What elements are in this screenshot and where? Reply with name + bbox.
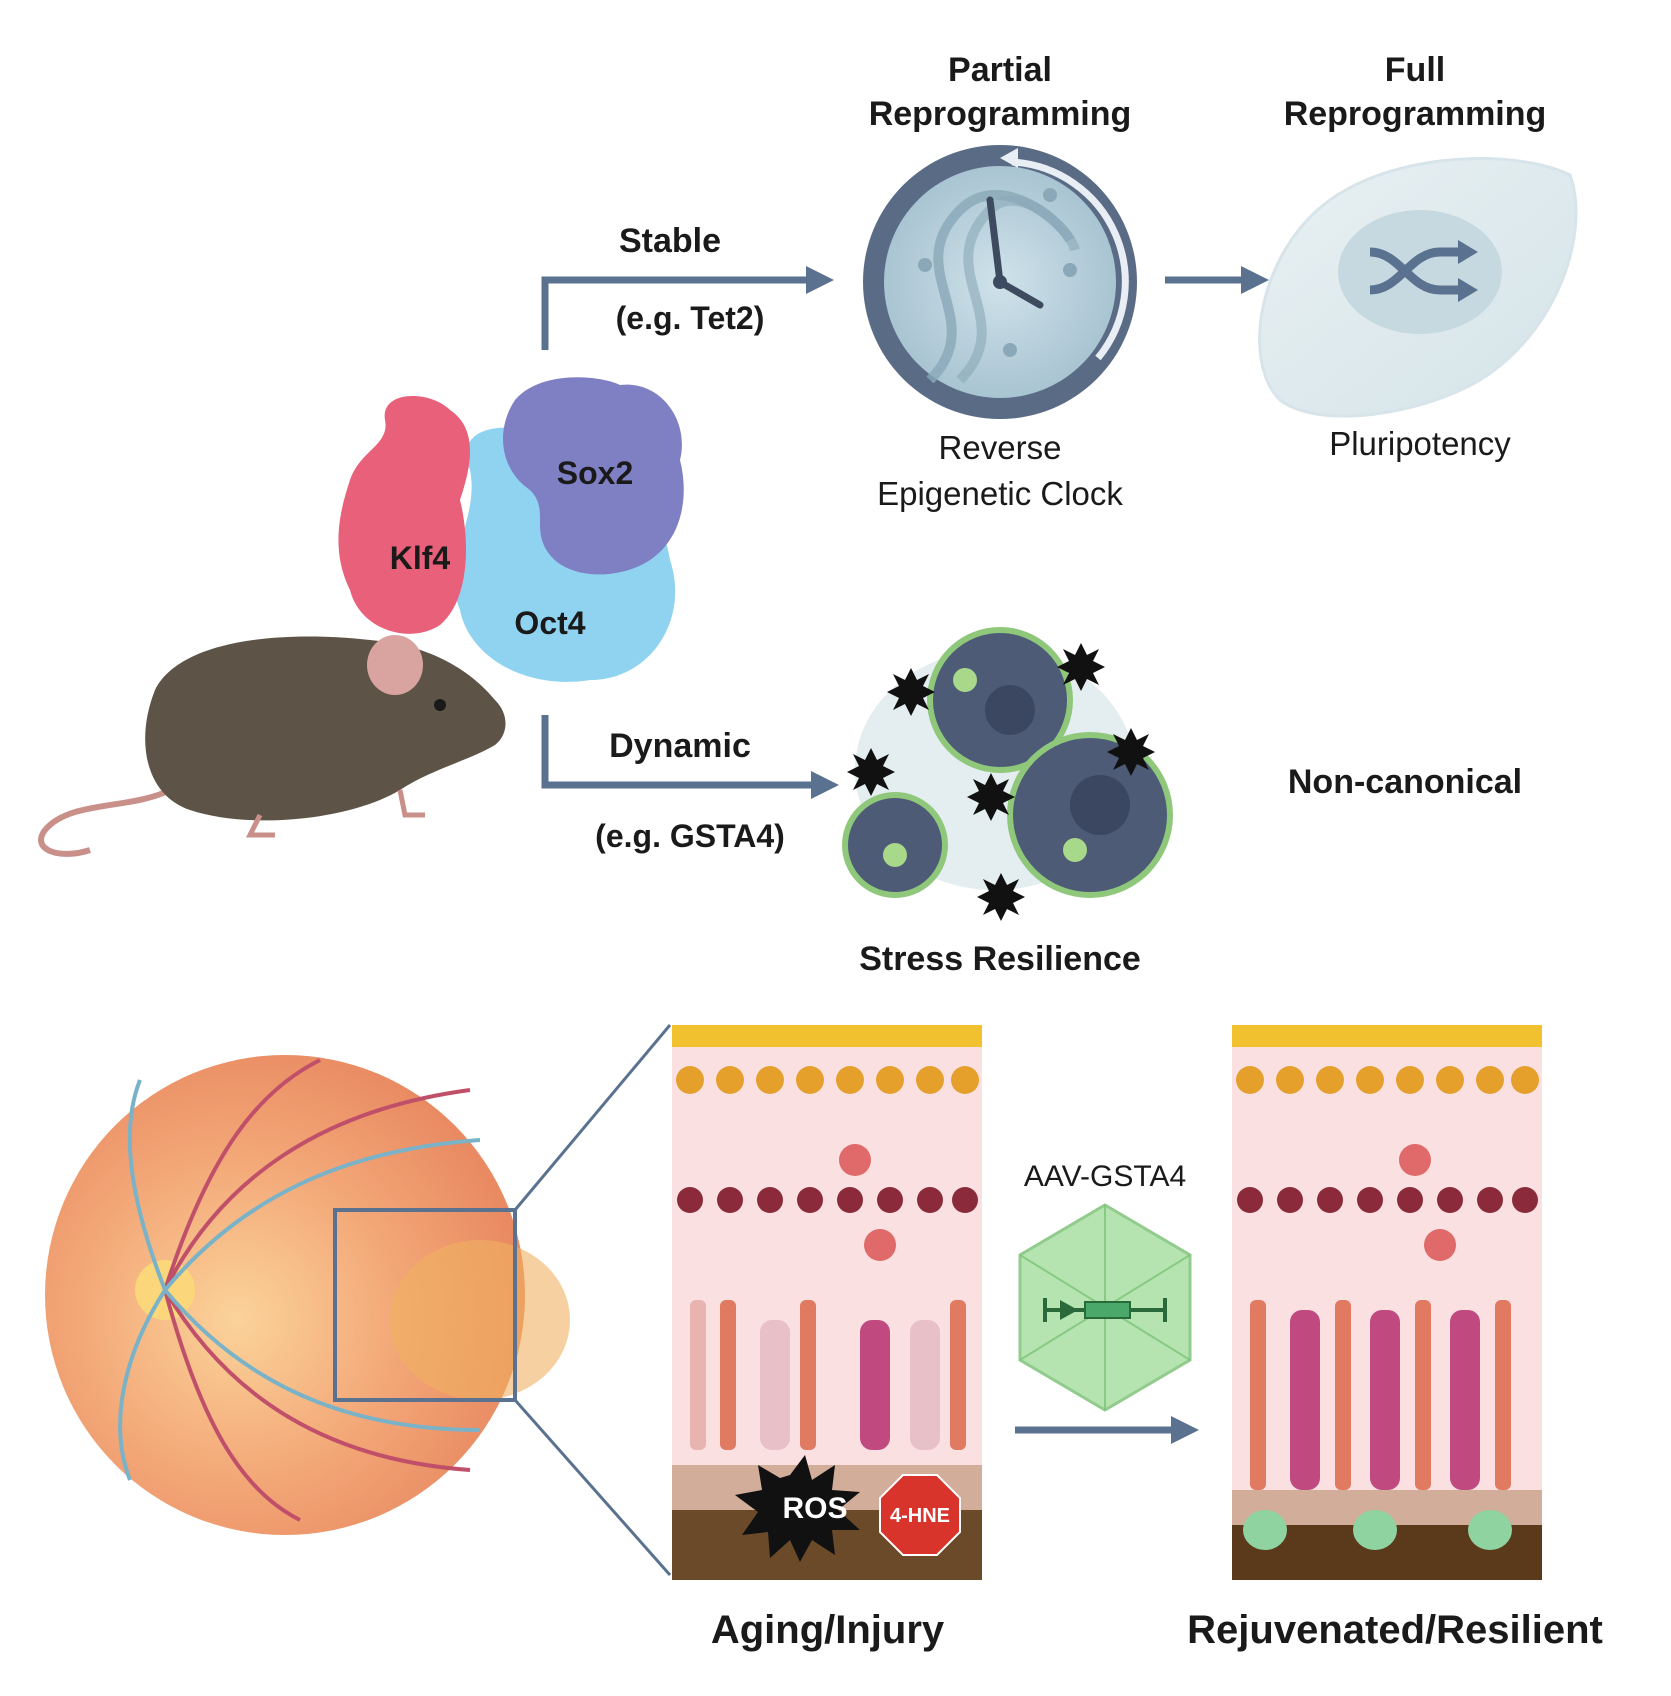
rejuvenated-retina-panel bbox=[1232, 1025, 1542, 1580]
ros-burst-icon bbox=[735, 1455, 860, 1562]
klf4-protein bbox=[338, 396, 470, 634]
aav-gsta4-label: AAV-GSTA4 bbox=[1023, 1160, 1187, 1193]
mouse-icon bbox=[38, 635, 506, 857]
stress-resilience-cells-icon bbox=[842, 627, 1173, 921]
stable-example: (e.g. Tet2) bbox=[615, 300, 765, 336]
stable-label: Stable bbox=[618, 222, 722, 260]
hne-stop-sign-icon bbox=[879, 1474, 961, 1556]
full-title-line2: Reprogramming bbox=[1283, 95, 1547, 133]
aging-retina-cells bbox=[676, 1066, 979, 1450]
aav-capsid-icon bbox=[1018, 1203, 1192, 1412]
klf4-label: Klf4 bbox=[389, 540, 451, 576]
hne-label: 4-HNE bbox=[889, 1505, 950, 1527]
sox2-protein bbox=[503, 377, 684, 575]
rejuvenated-retina-cells bbox=[1236, 1066, 1539, 1550]
stable-arrow bbox=[541, 266, 834, 350]
retina-fundus-icon bbox=[45, 1055, 570, 1535]
stress-resilience-label: Stress Resilience bbox=[859, 940, 1141, 978]
reverse-line2: Epigenetic Clock bbox=[877, 475, 1123, 512]
rejuvenated-resilient-label: Rejuvenated/Resilient bbox=[1187, 1608, 1603, 1652]
ros-label: ROS bbox=[782, 1492, 848, 1525]
epigenetic-clock-icon bbox=[863, 145, 1137, 419]
non-canonical-label: Non-canonical bbox=[1287, 763, 1523, 801]
dynamic-example: (e.g. GSTA4) bbox=[595, 818, 785, 854]
aging-injury-label: Aging/Injury bbox=[710, 1608, 945, 1652]
oct4-label: Oct4 bbox=[514, 605, 586, 641]
full-reprogramming-title: Full Reprogramming bbox=[1255, 48, 1575, 136]
partial-title-line1: Partial bbox=[948, 51, 1052, 89]
dynamic-label: Dynamic bbox=[609, 727, 751, 765]
reverse-line1: Reverse bbox=[938, 429, 1062, 466]
partial-reprogramming-title: Partial Reprogramming bbox=[840, 48, 1160, 136]
dynamic-arrow bbox=[541, 715, 839, 799]
zoom-lines bbox=[513, 1024, 672, 1576]
reverse-epigenetic-clock-label: Reverse Epigenetic Clock bbox=[840, 425, 1160, 517]
sox2-label: Sox2 bbox=[556, 455, 634, 491]
pluripotency-label: Pluripotency bbox=[1329, 425, 1511, 462]
full-title-line1: Full bbox=[1384, 51, 1446, 89]
partial-title-line2: Reprogramming bbox=[868, 95, 1132, 133]
pluripotent-cell-icon bbox=[1258, 157, 1578, 418]
